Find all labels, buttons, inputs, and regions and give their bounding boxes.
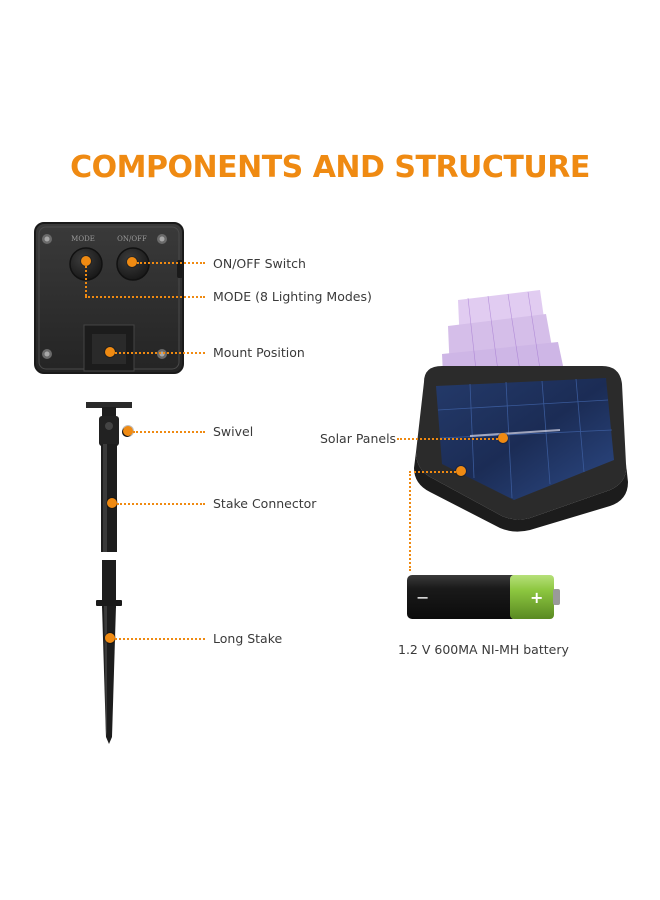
battery-leader-horizontal <box>409 471 456 473</box>
onoff-button-label: ON/OFF <box>117 235 147 243</box>
mode-leader-line <box>85 296 205 298</box>
mode-button-label: MODE <box>71 235 95 243</box>
page-title: COMPONENTS AND STRUCTURE <box>70 150 590 185</box>
long-stake-leader-line <box>115 638 205 640</box>
mount-position-label: Mount Position <box>213 345 305 360</box>
stake-connector-leader-line <box>117 503 205 505</box>
mode-marker <box>81 256 91 266</box>
mode-label: MODE (8 Lighting Modes) <box>213 289 372 304</box>
battery-compartment-marker <box>456 466 466 476</box>
onoff-leader-line <box>137 262 205 264</box>
swivel-label: Swivel <box>213 424 254 439</box>
stake-connector-label: Stake Connector <box>213 496 317 511</box>
battery-label: 1.2 V 600MA NI-MH battery <box>398 642 569 657</box>
long-stake-label: Long Stake <box>213 631 283 646</box>
controller-box: MODE ON/OFF <box>34 222 184 374</box>
mode-leader-vertical <box>85 266 87 296</box>
stake-assembly <box>86 402 132 744</box>
long-stake-marker <box>105 633 115 643</box>
swivel-leader-line <box>133 431 205 433</box>
swivel-marker <box>123 426 133 436</box>
battery-plus-symbol: + <box>530 588 543 607</box>
mount-leader-line <box>115 352 205 354</box>
solar-panel-box <box>414 366 628 532</box>
battery-icon: − + <box>407 575 560 619</box>
solar-panel-leader-line <box>397 438 498 440</box>
battery-leader-vertical <box>409 471 411 571</box>
stake-connector-marker <box>107 498 117 508</box>
screw-icon <box>42 234 167 359</box>
onoff-marker <box>127 257 137 267</box>
mount-marker <box>105 347 115 357</box>
onoff-switch-label: ON/OFF Switch <box>213 256 306 271</box>
battery-minus-symbol: − <box>416 588 429 607</box>
solar-panel-marker <box>498 433 508 443</box>
solar-panels-label: Solar Panels <box>320 431 397 446</box>
